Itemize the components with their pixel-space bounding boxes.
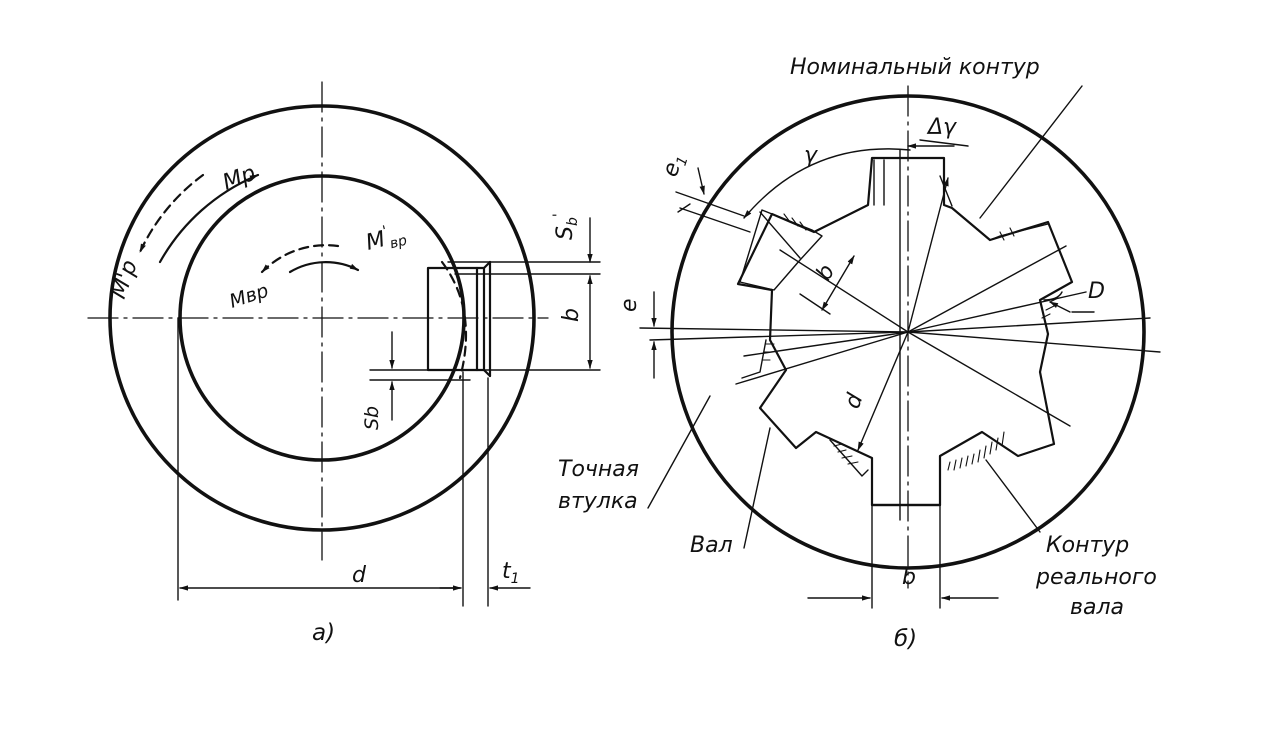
- leader-accurate-bushing: [647, 395, 711, 509]
- dim-gamma-arc: [743, 148, 911, 219]
- leader-nominal-contour: [979, 85, 1083, 219]
- svg-text:e1: e1: [658, 151, 692, 181]
- real-contour-hatching: [761, 213, 1059, 471]
- label-sb: Sb: [361, 406, 383, 430]
- label-e1: e1: [658, 151, 692, 181]
- label-D: D: [1088, 279, 1105, 304]
- label-delta-gamma: Δγ: [926, 115, 957, 140]
- leader-shaft: [743, 427, 771, 549]
- moment-mvr-arrow: [288, 261, 360, 274]
- label-sb-prime: Sb': [551, 213, 581, 240]
- label-b-left: b: [559, 308, 584, 322]
- key-rectangle: [426, 266, 486, 372]
- label-real-shaft-2: реального: [1035, 565, 1157, 590]
- label-nominal-contour: Номинальный контур: [790, 55, 1040, 80]
- moment-mp-arrow: [158, 173, 260, 264]
- figure-b-caption: б): [894, 626, 917, 652]
- label-accurate-bushing-1: Точная: [558, 457, 639, 482]
- label-mvr: Mвр: [227, 280, 272, 313]
- keyway-hidden-contour: [440, 260, 468, 380]
- figure-a-caption: а): [312, 620, 335, 646]
- leader-real-shaft: [985, 459, 1041, 533]
- label-accurate-bushing-2: втулка: [558, 489, 638, 514]
- figure-b: Номинальный контур Δγ γ e1 b e D d Точна…: [558, 55, 1161, 652]
- radial-lines: [639, 245, 1161, 427]
- label-d-right: d: [840, 389, 869, 412]
- dim-d-right: [857, 331, 909, 451]
- real-tooth-upper-left: [739, 209, 823, 291]
- moment-mp-prime-arrow: [138, 173, 205, 254]
- label-e: e: [617, 298, 642, 312]
- label-mvr-prime: M'вр: [363, 219, 409, 258]
- label-mp-prime: M'p: [106, 257, 143, 302]
- moment-mvr-prime-arrow: [260, 244, 340, 274]
- figure-a: Mp M'p Mвр M'вр Sb' b Sb d t1 а): [87, 81, 601, 646]
- label-real-shaft-3: вала: [1070, 595, 1124, 620]
- label-real-shaft-1: Контур: [1046, 533, 1129, 558]
- label-t1: t1: [502, 559, 520, 587]
- label-shaft: Вал: [690, 533, 733, 558]
- label-b-diag: b: [812, 260, 841, 285]
- label-d-left: d: [352, 563, 367, 588]
- label-mp: Mp: [220, 161, 260, 196]
- label-b-bottom: b: [902, 565, 916, 590]
- svg-text:M'вр: M'вр: [363, 219, 409, 258]
- label-gamma: γ: [804, 143, 818, 168]
- svg-text:Sb': Sb': [551, 213, 581, 240]
